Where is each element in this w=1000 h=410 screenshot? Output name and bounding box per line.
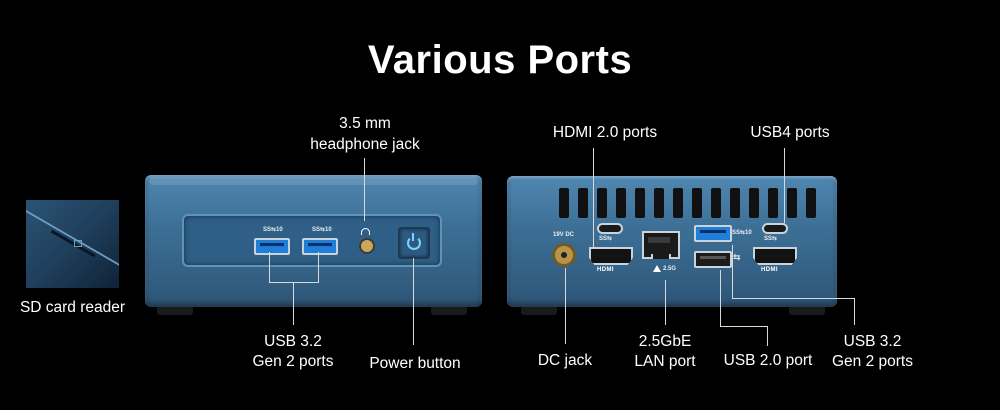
usb32-rear-leader-h xyxy=(732,298,855,299)
usb32-rear-leader-v2 xyxy=(854,298,855,325)
usb32-front-leader-h xyxy=(269,282,319,283)
front-usb32-port-1[interactable] xyxy=(254,238,290,255)
usb32-rear-label-line2: Gen 2 ports xyxy=(832,353,913,370)
rear-foot-right xyxy=(789,305,825,315)
power-button-label: Power button xyxy=(369,355,461,372)
hdmi-ports-label: HDMI 2.0 ports xyxy=(552,124,658,141)
headphone-jack[interactable] xyxy=(359,238,375,254)
dc-leader-line xyxy=(565,268,566,344)
page-title: Various Ports xyxy=(367,38,633,82)
front-foot-left xyxy=(157,305,193,315)
front-foot-right xyxy=(431,305,467,315)
rear-hdmi-port-1[interactable] xyxy=(589,247,633,265)
rear-lan-port[interactable] xyxy=(642,231,680,259)
lan-label-line1: 2.5GbE xyxy=(638,333,692,350)
hdmi-logo: HDMI xyxy=(597,267,614,273)
dc-jack[interactable] xyxy=(552,243,576,267)
usb-ss10-mark: SS⇆10 xyxy=(312,227,332,233)
rear-usb4-port-1[interactable] xyxy=(597,223,623,234)
usb4-ports-label: USB4 ports xyxy=(750,124,830,141)
hdmi-logo: HDMI xyxy=(761,267,778,273)
usb32-rear-leader-v1 xyxy=(732,245,733,298)
usb-ss-mark: SS⇆ xyxy=(599,236,613,242)
lan-label-line2: LAN port xyxy=(634,353,696,370)
usb20-leader-v2 xyxy=(767,326,768,346)
usb20-leader-v1 xyxy=(720,270,721,326)
usb32-front-leader-v1 xyxy=(269,252,270,282)
headphone-icon xyxy=(361,228,370,235)
lan-speed-mark: 2.5G xyxy=(663,266,677,272)
usb32-front-label-line1: USB 3.2 xyxy=(264,333,322,350)
rear-usb32-port[interactable] xyxy=(694,225,732,242)
usb32-rear-label-line1: USB 3.2 xyxy=(843,333,902,350)
usb4-leader-v xyxy=(784,148,785,223)
sd-card-reader-closeup xyxy=(26,200,119,288)
sd-card-reader-label: SD card reader xyxy=(19,299,126,316)
hdmi-leader-v xyxy=(593,148,594,248)
headphone-jack-label-line1: 3.5 mm xyxy=(339,115,391,132)
usb32-front-leader-v2 xyxy=(318,252,319,282)
dc-rating-mark: 19V DC xyxy=(553,232,575,238)
sd-card-icon xyxy=(74,240,82,247)
usb-ss10-mark: SS⇆10 xyxy=(263,227,283,233)
usb-ss10-mark: SS⇆10 xyxy=(732,230,752,236)
rear-foot-left xyxy=(521,305,557,315)
usb-icon: ⇆ xyxy=(733,252,741,262)
usb20-leader-h xyxy=(720,326,768,327)
rear-unit: 19V DC SS⇆ HDMI 2.5G SS⇆10 ⇆ SS⇆ HDMI xyxy=(507,176,837,321)
front-unit: SS⇆10 SS⇆10 xyxy=(145,175,482,320)
rear-usb4-port-2[interactable] xyxy=(762,223,788,234)
rear-hdmi-port-2[interactable] xyxy=(753,247,797,265)
headphone-jack-label-line2: headphone jack xyxy=(310,136,420,153)
rear-usb20-port[interactable] xyxy=(694,251,732,268)
sd-slot xyxy=(50,229,96,258)
usb20-label: USB 2.0 port xyxy=(723,352,813,369)
power-leader-line xyxy=(413,258,414,345)
headphone-leader-line xyxy=(364,158,365,221)
usb32-front-label-line2: Gen 2 ports xyxy=(252,353,334,370)
usb32-front-leader-v3 xyxy=(293,282,294,325)
network-icon xyxy=(653,265,661,272)
lan-leader-line xyxy=(665,280,666,325)
power-icon xyxy=(407,236,421,250)
power-button[interactable] xyxy=(398,227,430,259)
dc-jack-label: DC jack xyxy=(537,352,593,369)
usb-ss-mark: SS⇆ xyxy=(764,236,778,242)
front-usb32-port-2[interactable] xyxy=(302,238,338,255)
